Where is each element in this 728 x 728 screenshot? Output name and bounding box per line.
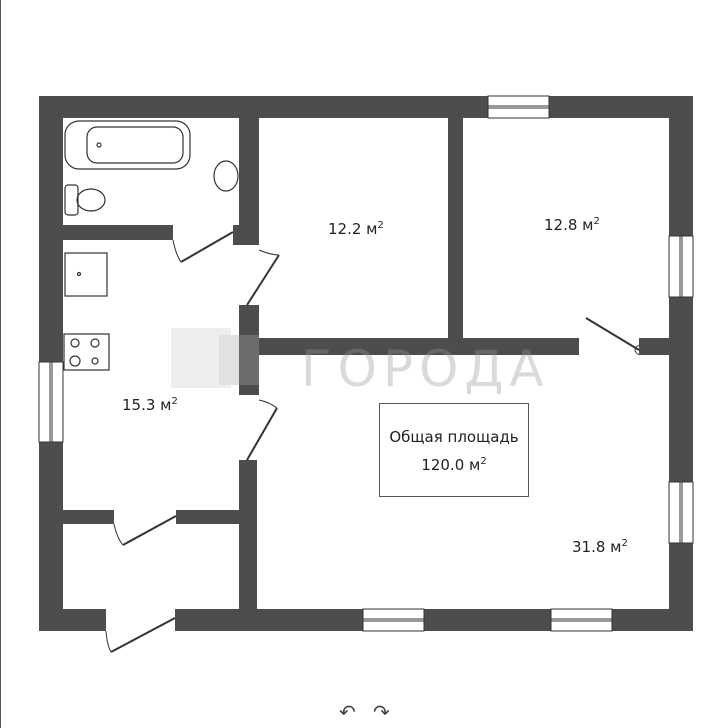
room-area-label: 15.3 м2 bbox=[122, 396, 178, 414]
room-area-label: 31.8 м2 bbox=[572, 538, 628, 556]
wall-hall-2 bbox=[176, 510, 239, 524]
total-area-label: Общая площадь bbox=[389, 428, 519, 446]
wall-h-1 bbox=[259, 338, 579, 355]
window bbox=[550, 608, 613, 632]
watermark-logo bbox=[171, 328, 259, 388]
room-area-label: 12.8 м2 bbox=[544, 216, 600, 234]
wall-bottom-right bbox=[175, 609, 693, 631]
window bbox=[668, 481, 694, 544]
wall-bath bbox=[63, 225, 173, 240]
wall-inner-v3 bbox=[239, 460, 257, 610]
fixtures bbox=[63, 120, 239, 371]
bathtub-icon bbox=[64, 120, 191, 170]
wall-inner-v2 bbox=[239, 305, 259, 395]
wall-rooms bbox=[448, 118, 463, 340]
sink-icon bbox=[213, 160, 239, 192]
windows bbox=[38, 95, 694, 632]
total-area-box: Общая площадь 120.0 м2 bbox=[379, 403, 529, 497]
stove-sink-icon bbox=[64, 252, 108, 297]
wall-h-2 bbox=[639, 338, 669, 355]
window bbox=[38, 361, 64, 443]
total-area-value: 120.0 м2 bbox=[421, 456, 487, 474]
walls bbox=[39, 96, 693, 631]
wall-top bbox=[39, 96, 693, 118]
watermark: ГОРОДА bbox=[301, 340, 550, 398]
wall-inner-v1 bbox=[239, 118, 259, 245]
wall-hall-1 bbox=[63, 510, 114, 524]
wall-right bbox=[669, 96, 693, 631]
toilet-icon bbox=[64, 184, 79, 216]
rotate-left-icon[interactable]: ↶ bbox=[339, 700, 356, 724]
cooktop-icon bbox=[63, 333, 110, 371]
window bbox=[362, 608, 425, 632]
window bbox=[668, 235, 694, 298]
room-area-label: 12.2 м2 bbox=[328, 220, 384, 238]
doors bbox=[105, 231, 640, 653]
rotate-right-icon[interactable]: ↷ bbox=[373, 700, 390, 724]
window bbox=[487, 95, 550, 119]
